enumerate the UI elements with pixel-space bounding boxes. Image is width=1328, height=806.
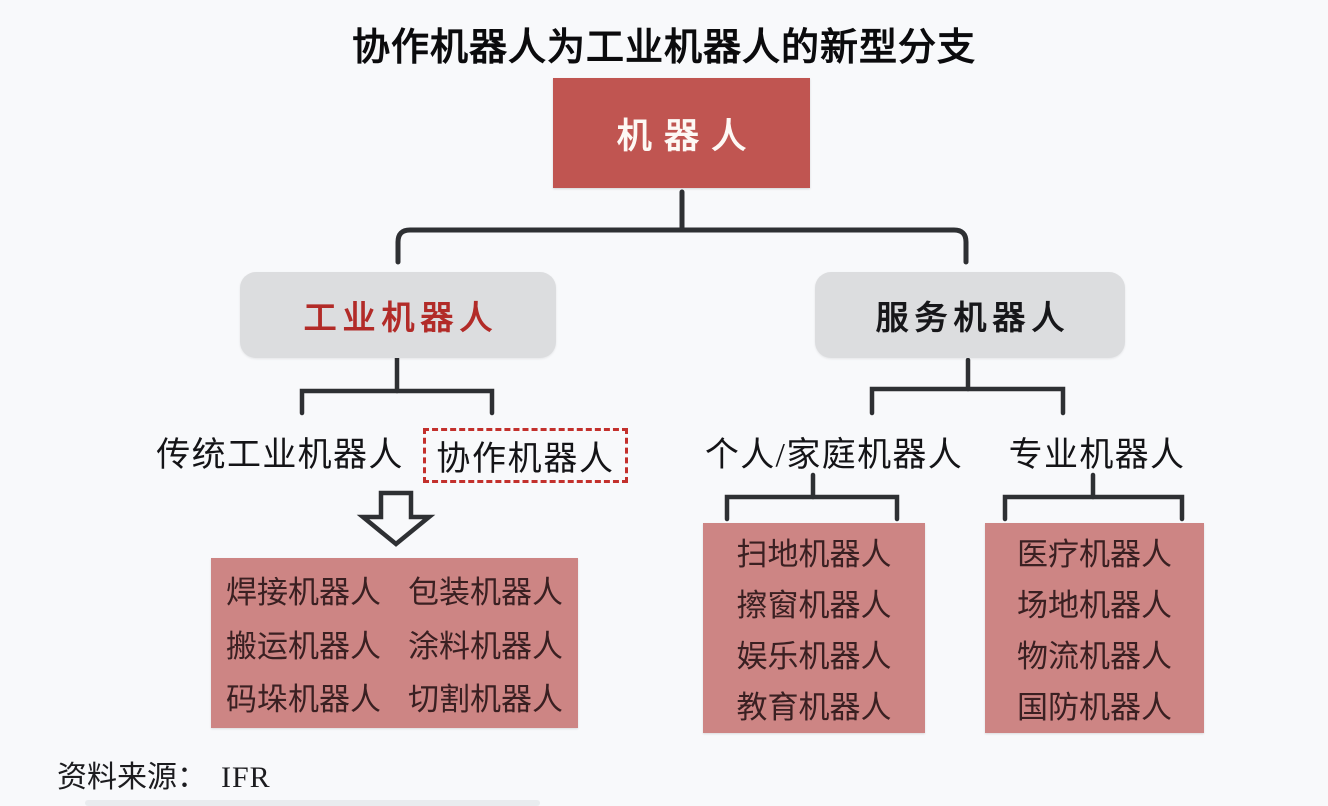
service-bracket-line (869, 386, 1066, 416)
panel-item: 焊接机器人 (226, 574, 381, 610)
node-industrial-robot: 工业机器人 (240, 272, 556, 358)
node-personal-home-robot: 个人/家庭机器人 (704, 437, 964, 474)
industrial-examples-panel: 焊接机器人 包装机器人 搬运机器人 涂料机器人 码垛机器人 切割机器人 (211, 558, 578, 728)
down-arrow-icon (356, 490, 436, 547)
panel-item: 切割机器人 (408, 682, 563, 718)
panel-row: 焊接机器人 包装机器人 (211, 567, 578, 612)
panel-item: 扫地机器人 (736, 537, 892, 572)
node-industrial-label: 工业机器人 (303, 301, 499, 337)
personal-examples-panel: 扫地机器人 擦窗机器人 娱乐机器人 教育机器人 (703, 523, 925, 733)
panel-item: 擦窗机器人 (736, 588, 892, 623)
node-robot: 机器人 (553, 78, 810, 188)
node-collaborative-label: 协作机器人 (436, 441, 615, 478)
cropped-bottom-remnant (85, 800, 540, 806)
panel-item: 包装机器人 (408, 574, 563, 610)
panel-row: 码垛机器人 切割机器人 (211, 674, 578, 719)
professional-examples-panel: 医疗机器人 场地机器人 物流机器人 国防机器人 (985, 523, 1204, 733)
personal-bracket-line (724, 494, 900, 522)
node-service-label: 服务机器人 (875, 301, 1071, 337)
node-robot-label: 机器人 (616, 116, 759, 156)
panel-item: 场地机器人 (1017, 588, 1172, 623)
node-professional-robot: 专业机器人 (1008, 437, 1186, 474)
root-bracket-line (395, 227, 969, 265)
panel-item: 搬运机器人 (226, 628, 381, 664)
panel-item: 教育机器人 (736, 690, 892, 725)
panel-item: 国防机器人 (1017, 690, 1172, 725)
panel-item: 医疗机器人 (1017, 537, 1172, 572)
source-label: 资料来源： (57, 761, 207, 794)
panel-item: 码垛机器人 (226, 682, 381, 718)
diagram-title: 协作机器人为工业机器人的新型分支 (351, 27, 976, 69)
node-traditional-industrial-robot: 传统工业机器人 (156, 437, 404, 474)
panel-item: 涂料机器人 (408, 628, 563, 664)
industrial-bracket-line (299, 388, 495, 416)
source-value: IFR (221, 761, 271, 794)
node-collaborative-robot-highlight: 协作机器人 (423, 428, 628, 483)
source-attribution: 资料来源： IFR (57, 752, 271, 796)
node-service-robot: 服务机器人 (815, 272, 1125, 358)
professional-bracket-line (1002, 494, 1185, 522)
panel-item: 物流机器人 (1017, 639, 1172, 674)
panel-row: 搬运机器人 涂料机器人 (211, 621, 578, 666)
panel-item: 娱乐机器人 (736, 639, 892, 674)
